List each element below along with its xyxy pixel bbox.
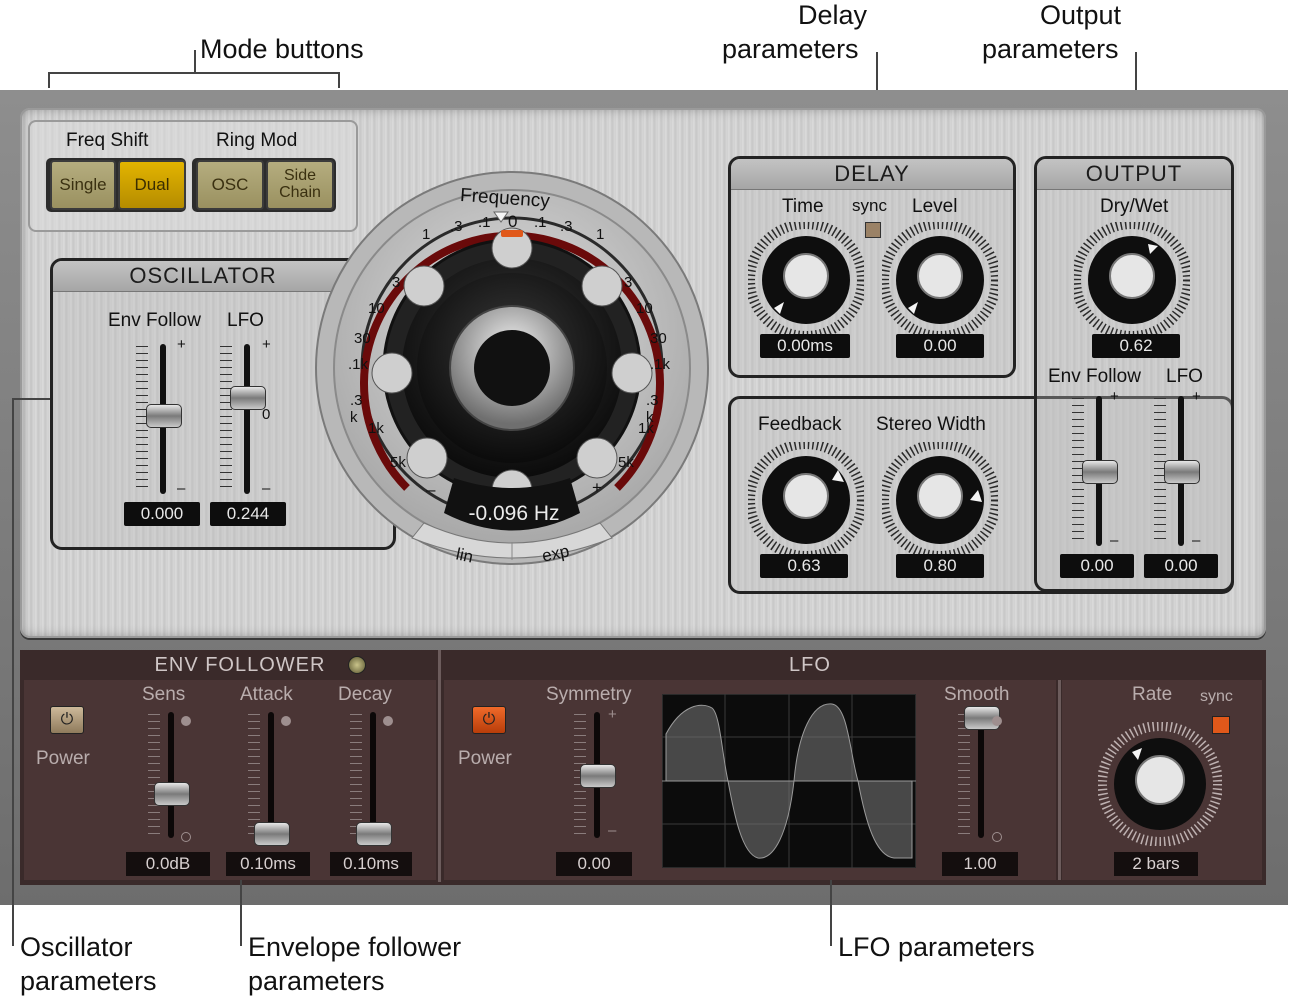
mode-dual-button[interactable]: Dual xyxy=(118,160,186,210)
decay-slider[interactable] xyxy=(370,712,376,838)
decay-label: Decay xyxy=(338,684,392,705)
smooth-readout: 1.00 xyxy=(942,852,1018,876)
output-lfo-slider-handle[interactable] xyxy=(1164,460,1200,484)
env-follower-led xyxy=(348,656,366,674)
callout-line xyxy=(194,50,196,74)
mode-osc-button[interactable]: OSC xyxy=(196,160,264,210)
rate-label: Rate xyxy=(1132,684,1173,705)
side-chain-line2: Chain xyxy=(279,184,321,201)
callout-envelope-2: parameters xyxy=(248,966,385,996)
osc-env-follow-label: Env Follow xyxy=(108,310,201,331)
env-follower-power-button[interactable]: ⏻ xyxy=(50,706,84,734)
osc-env-follow-readout: 0.000 xyxy=(124,502,200,526)
env-follower-power-label: Power xyxy=(36,748,90,769)
output-panel: OUTPUT xyxy=(1034,156,1234,592)
callout-oscillator: Oscillator xyxy=(20,932,133,962)
rate-sync-label: sync xyxy=(1200,688,1233,705)
osc-env-follow-slider-handle[interactable] xyxy=(146,404,182,428)
ringshifter-plugin: Freq Shift Ring Mod Single Dual OSC Side… xyxy=(0,90,1288,905)
dry-wet-knob[interactable] xyxy=(1074,222,1190,338)
callout-mode-buttons: Mode buttons xyxy=(200,34,364,64)
env-follower-panel xyxy=(24,680,436,880)
dry-wet-label: Dry/Wet xyxy=(1100,196,1169,217)
upper-panel: Freq Shift Ring Mod Single Dual OSC Side… xyxy=(20,108,1266,638)
smooth-slider[interactable] xyxy=(978,712,984,838)
output-lfo-label: LFO xyxy=(1166,366,1203,387)
smooth-label: Smooth xyxy=(944,684,1010,705)
feedback-readout: 0.63 xyxy=(760,554,848,578)
osc-lfo-label: LFO xyxy=(227,310,264,331)
lfo-waveform-display xyxy=(662,694,916,868)
output-env-follow-slider-handle[interactable] xyxy=(1082,460,1118,484)
feedback-label: Feedback xyxy=(758,414,842,435)
stereo-width-readout: 0.80 xyxy=(896,554,984,578)
lfo-power-label: Power xyxy=(458,748,512,769)
attack-label: Attack xyxy=(240,684,293,705)
symmetry-readout: 0.00 xyxy=(556,852,632,876)
section-divider xyxy=(438,650,441,882)
ring-mod-label: Ring Mod xyxy=(216,130,298,151)
callout-delay-2: parameters xyxy=(722,34,859,64)
mode-side-chain-button[interactable]: Side Chain xyxy=(266,160,334,210)
callout-output: Output xyxy=(1040,0,1122,30)
feedback-knob[interactable] xyxy=(748,442,864,558)
delay-level-readout: 0.00 xyxy=(896,334,984,358)
callout-output-2: parameters xyxy=(982,34,1119,64)
attack-readout: 0.10ms xyxy=(226,852,310,876)
sens-slider[interactable] xyxy=(168,712,174,838)
callout-oscillator-2: parameters xyxy=(20,966,157,996)
dry-wet-readout: 0.62 xyxy=(1092,334,1180,358)
delay-sync-label: sync xyxy=(852,196,887,215)
rate-knob[interactable] xyxy=(1098,722,1222,846)
lower-panel: ENV FOLLOWER ⏻ Power Sens 0.0dB Attack 0… xyxy=(20,650,1266,885)
attack-slider[interactable] xyxy=(268,712,274,838)
mode-single-button[interactable]: Single xyxy=(50,160,116,210)
env-follower-title: ENV FOLLOWER xyxy=(154,654,326,676)
callout-envelope: Envelope follower xyxy=(248,932,462,962)
callout-lfo: LFO parameters xyxy=(838,932,1035,962)
delay-time-readout: 0.00ms xyxy=(760,334,850,358)
callout-bracket xyxy=(48,72,340,74)
power-icon: ⏻ xyxy=(60,711,74,728)
lfo-title: LFO xyxy=(789,654,831,676)
oscillator-title: OSCILLATOR xyxy=(53,261,353,292)
sens-readout: 0.0dB xyxy=(126,852,210,876)
rate-divider xyxy=(1058,680,1061,880)
output-env-follow-label: Env Follow xyxy=(1048,366,1141,387)
osc-lfo-readout: 0.244 xyxy=(210,502,286,526)
delay-sync-button[interactable] xyxy=(865,222,881,238)
delay-title: DELAY xyxy=(731,159,1013,190)
decay-slider-handle[interactable] xyxy=(356,822,392,846)
decay-readout: 0.10ms xyxy=(330,852,412,876)
output-lfo-readout: 0.00 xyxy=(1144,554,1218,578)
frequency-minus: – xyxy=(426,480,436,499)
attack-slider-handle[interactable] xyxy=(254,822,290,846)
symmetry-slider-handle[interactable] xyxy=(580,764,616,788)
frequency-readout: -0.096 Hz xyxy=(468,502,560,525)
symmetry-label: Symmetry xyxy=(546,684,632,705)
delay-level-knob[interactable] xyxy=(882,222,998,338)
power-icon: ⏻ xyxy=(482,711,496,728)
delay-time-label: Time xyxy=(782,196,824,217)
rate-readout: 2 bars xyxy=(1114,852,1198,876)
delay-level-label: Level xyxy=(912,196,958,217)
lfo-power-button[interactable]: ⏻ xyxy=(472,706,506,734)
rate-sync-button[interactable] xyxy=(1212,716,1230,734)
freq-shift-label: Freq Shift xyxy=(66,130,149,151)
output-title: OUTPUT xyxy=(1037,159,1231,190)
sens-slider-handle[interactable] xyxy=(154,782,190,806)
callout-delay: Delay xyxy=(798,0,868,30)
side-chain-line1: Side xyxy=(283,167,317,184)
stereo-width-knob[interactable] xyxy=(882,442,998,558)
delay-time-knob[interactable] xyxy=(748,222,864,338)
osc-lfo-slider-handle[interactable] xyxy=(230,386,266,410)
frequency-plus: + xyxy=(592,478,602,497)
frequency-dial[interactable] xyxy=(312,168,712,568)
output-env-follow-readout: 0.00 xyxy=(1060,554,1134,578)
sens-label: Sens xyxy=(142,684,186,705)
stereo-width-label: Stereo Width xyxy=(876,414,986,435)
osc-lfo-slider[interactable] xyxy=(244,344,250,494)
